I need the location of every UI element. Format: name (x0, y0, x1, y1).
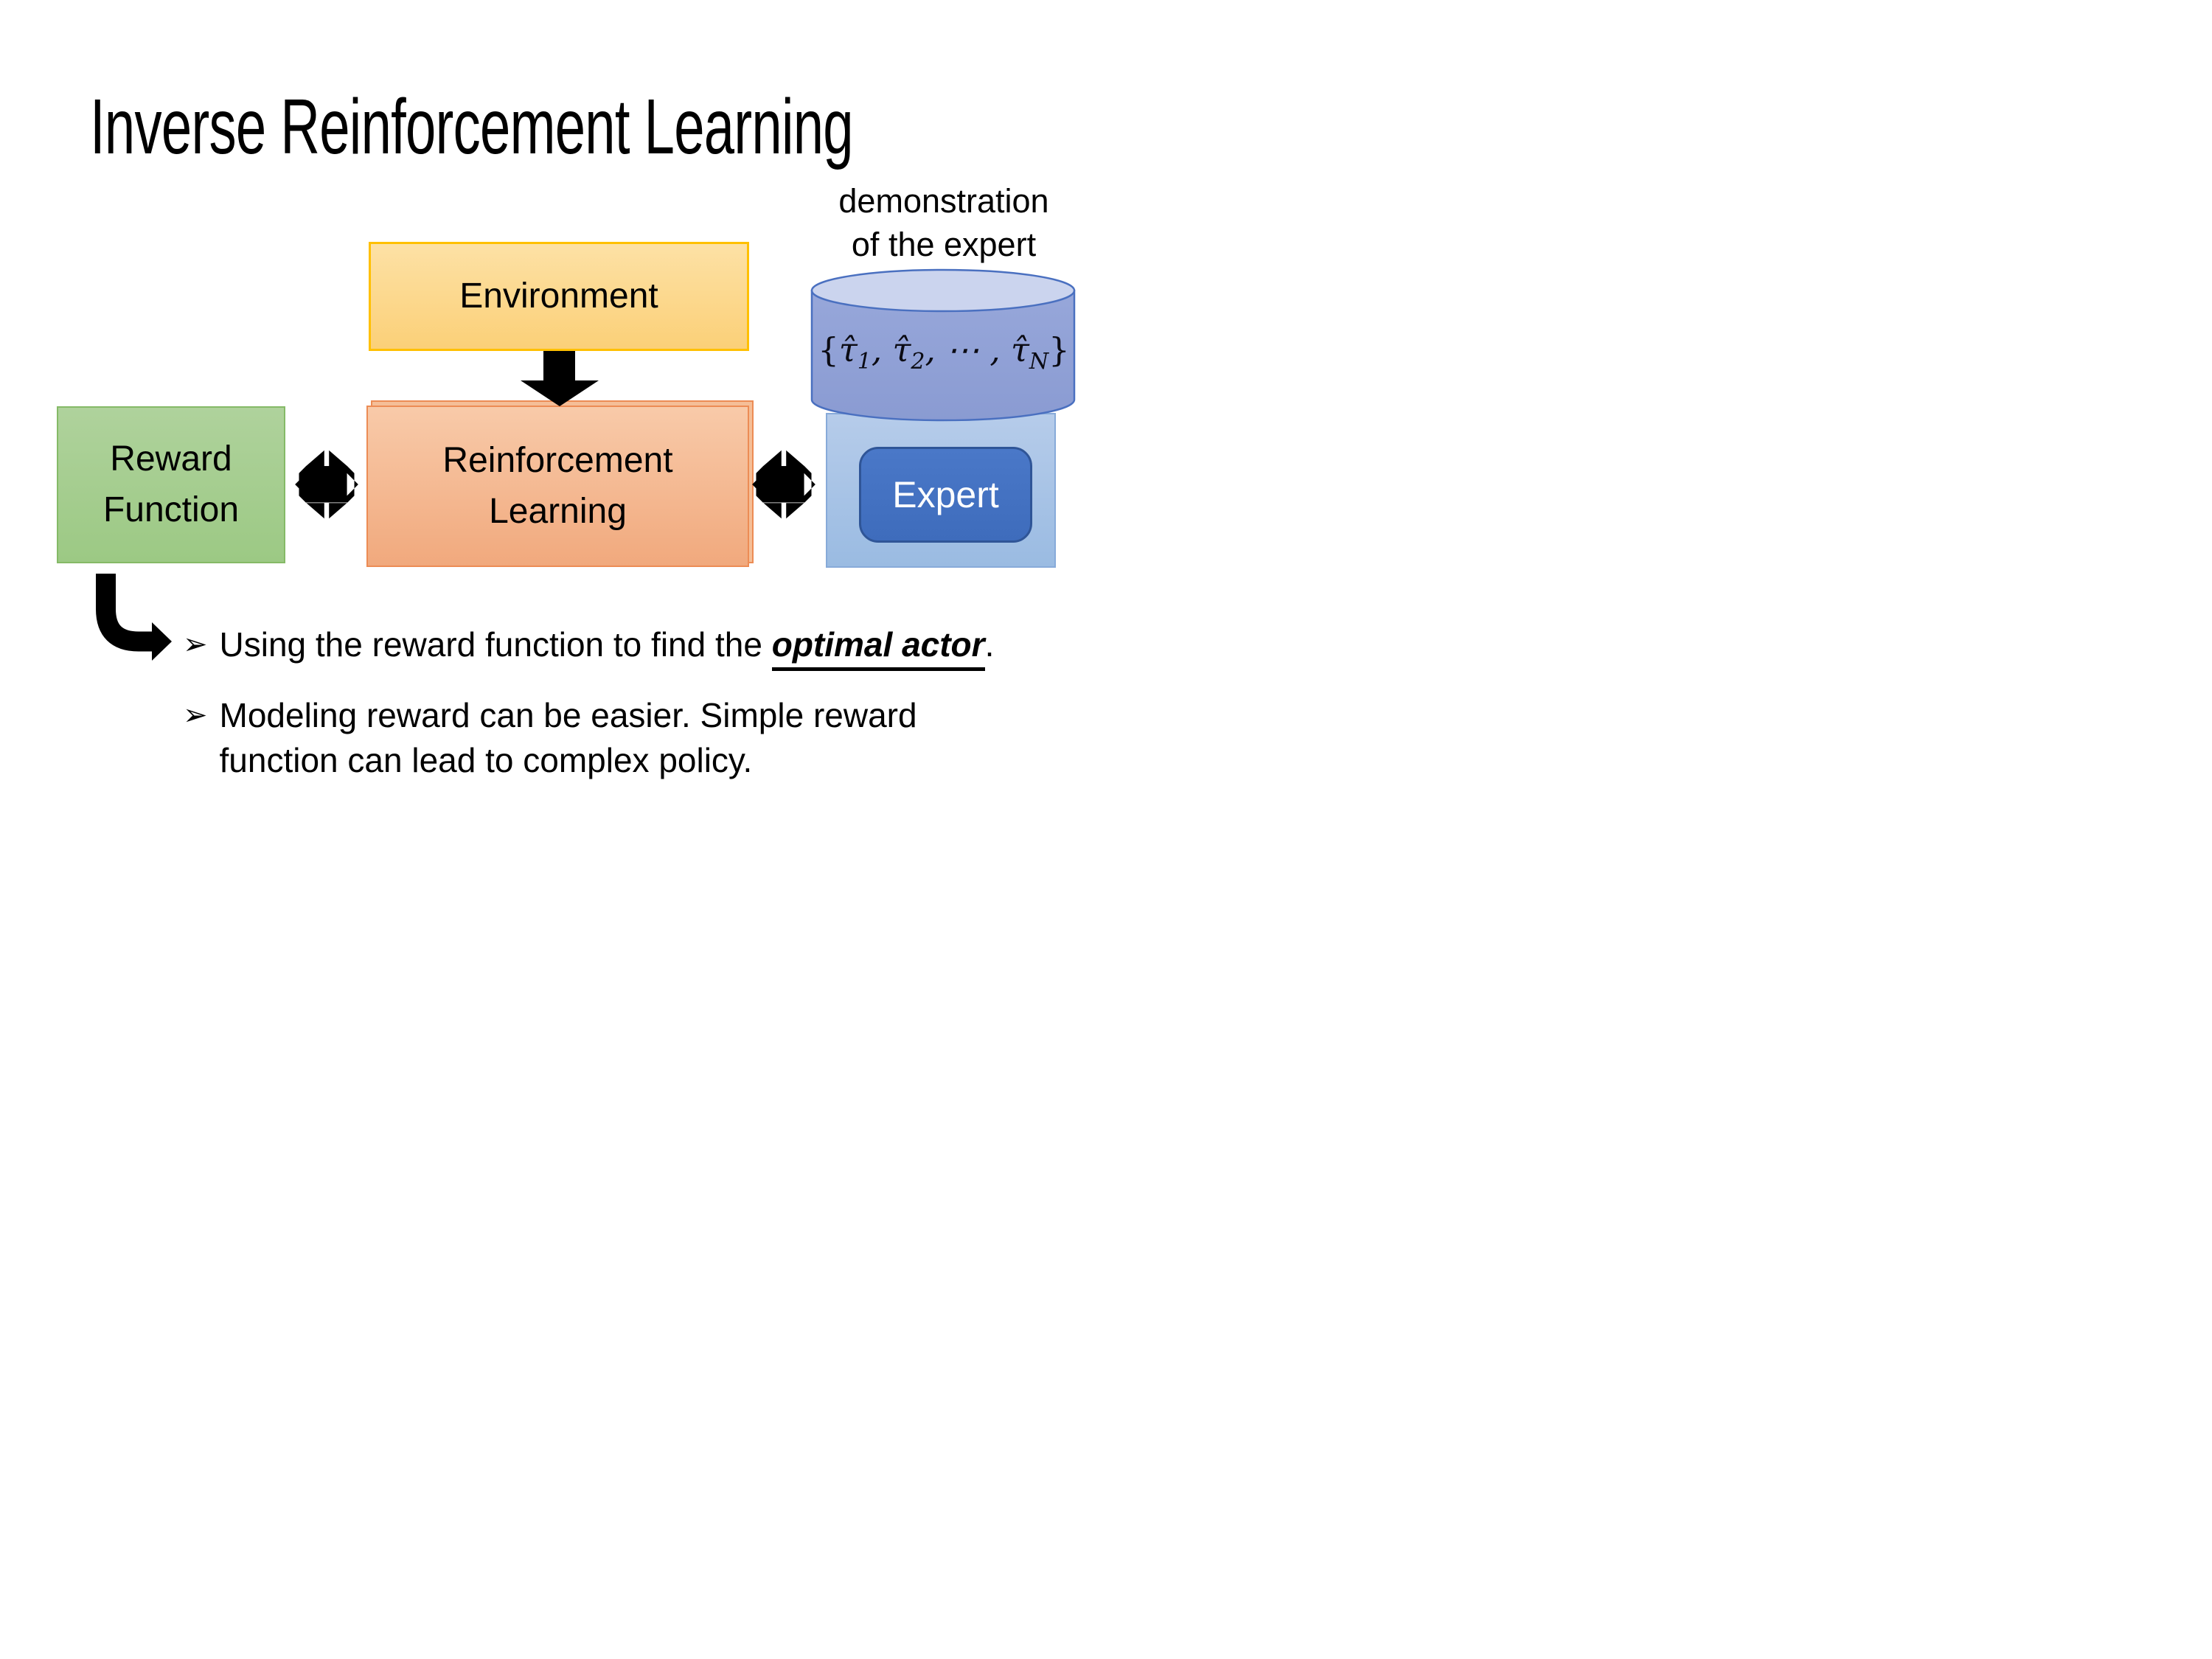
elbow-arrow-icon (96, 574, 172, 661)
bullet-modeling-reward-text: Modeling reward can be easier. Simple re… (220, 693, 917, 782)
bullet-optimal-actor: ➢ Using the reward function to find the … (183, 622, 995, 671)
formula-open-brace: { (818, 330, 839, 369)
bullet2-line2: function can lead to complex policy. (219, 740, 753, 779)
bullet-arrow-icon: ➢ (183, 627, 208, 661)
expert-label: Expert (892, 474, 999, 515)
demonstration-label-line1: demonstration (838, 182, 1049, 220)
formula-subN: N (1029, 349, 1049, 375)
bullet-optimal-actor-text: Using the reward function to find the op… (219, 622, 995, 671)
bullet-modeling-reward: ➢ Modeling reward can be easier. Simple … (183, 693, 917, 782)
reinforcement-learning-box: Reinforcement Learning (366, 406, 749, 567)
down-arrow-icon (521, 351, 599, 406)
environment-label: Environment (459, 276, 658, 316)
formula-sub2: 2 (911, 349, 925, 375)
formula-comma2: , (925, 330, 947, 369)
rl-label-line1: Reinforcement (442, 441, 673, 481)
double-arrow-right-icon (752, 448, 815, 521)
formula-tau1: τ̂ (838, 330, 858, 369)
slide: Inverse Reinforcement Learning demonstra… (0, 0, 1106, 830)
formula-close-brace: } (1048, 330, 1070, 369)
demonstration-label-line2: of the expert (851, 225, 1037, 263)
formula-tauN: τ̂ (1010, 330, 1029, 369)
formula-dots: ⋯ (946, 330, 980, 369)
formula-comma3: , (979, 330, 1011, 369)
bullet1-prefix: Using the reward function to find the (219, 625, 772, 664)
bullet2-line1: Modeling reward can be easier. Simple re… (219, 696, 917, 734)
bullet1-emphasis: optimal actor (771, 625, 985, 671)
formula-tau2: τ̂ (892, 330, 911, 369)
demonstration-label: demonstration of the expert (759, 180, 1106, 266)
expert-container: Expert (826, 413, 1056, 568)
reward-label-line1: Reward (110, 439, 232, 479)
double-arrow-left-icon (295, 448, 358, 521)
trajectory-set-formula: {τ̂1, τ̂2, ⋯ , τ̂N} (815, 330, 1073, 375)
formula-comma1: , (871, 330, 893, 369)
environment-box: Environment (369, 242, 749, 351)
database-cylinder-icon (810, 268, 1076, 422)
formula-sub1: 1 (857, 349, 872, 375)
rl-label-line2: Learning (489, 491, 627, 531)
reward-label-line2: Function (102, 490, 240, 529)
expert-box: Expert (859, 447, 1032, 543)
bullet1-suffix: . (984, 625, 995, 664)
bullet-arrow-icon: ➢ (183, 698, 208, 732)
page-title: Inverse Reinforcement Learning (90, 83, 854, 170)
reward-function-box: Reward Function (57, 406, 285, 563)
